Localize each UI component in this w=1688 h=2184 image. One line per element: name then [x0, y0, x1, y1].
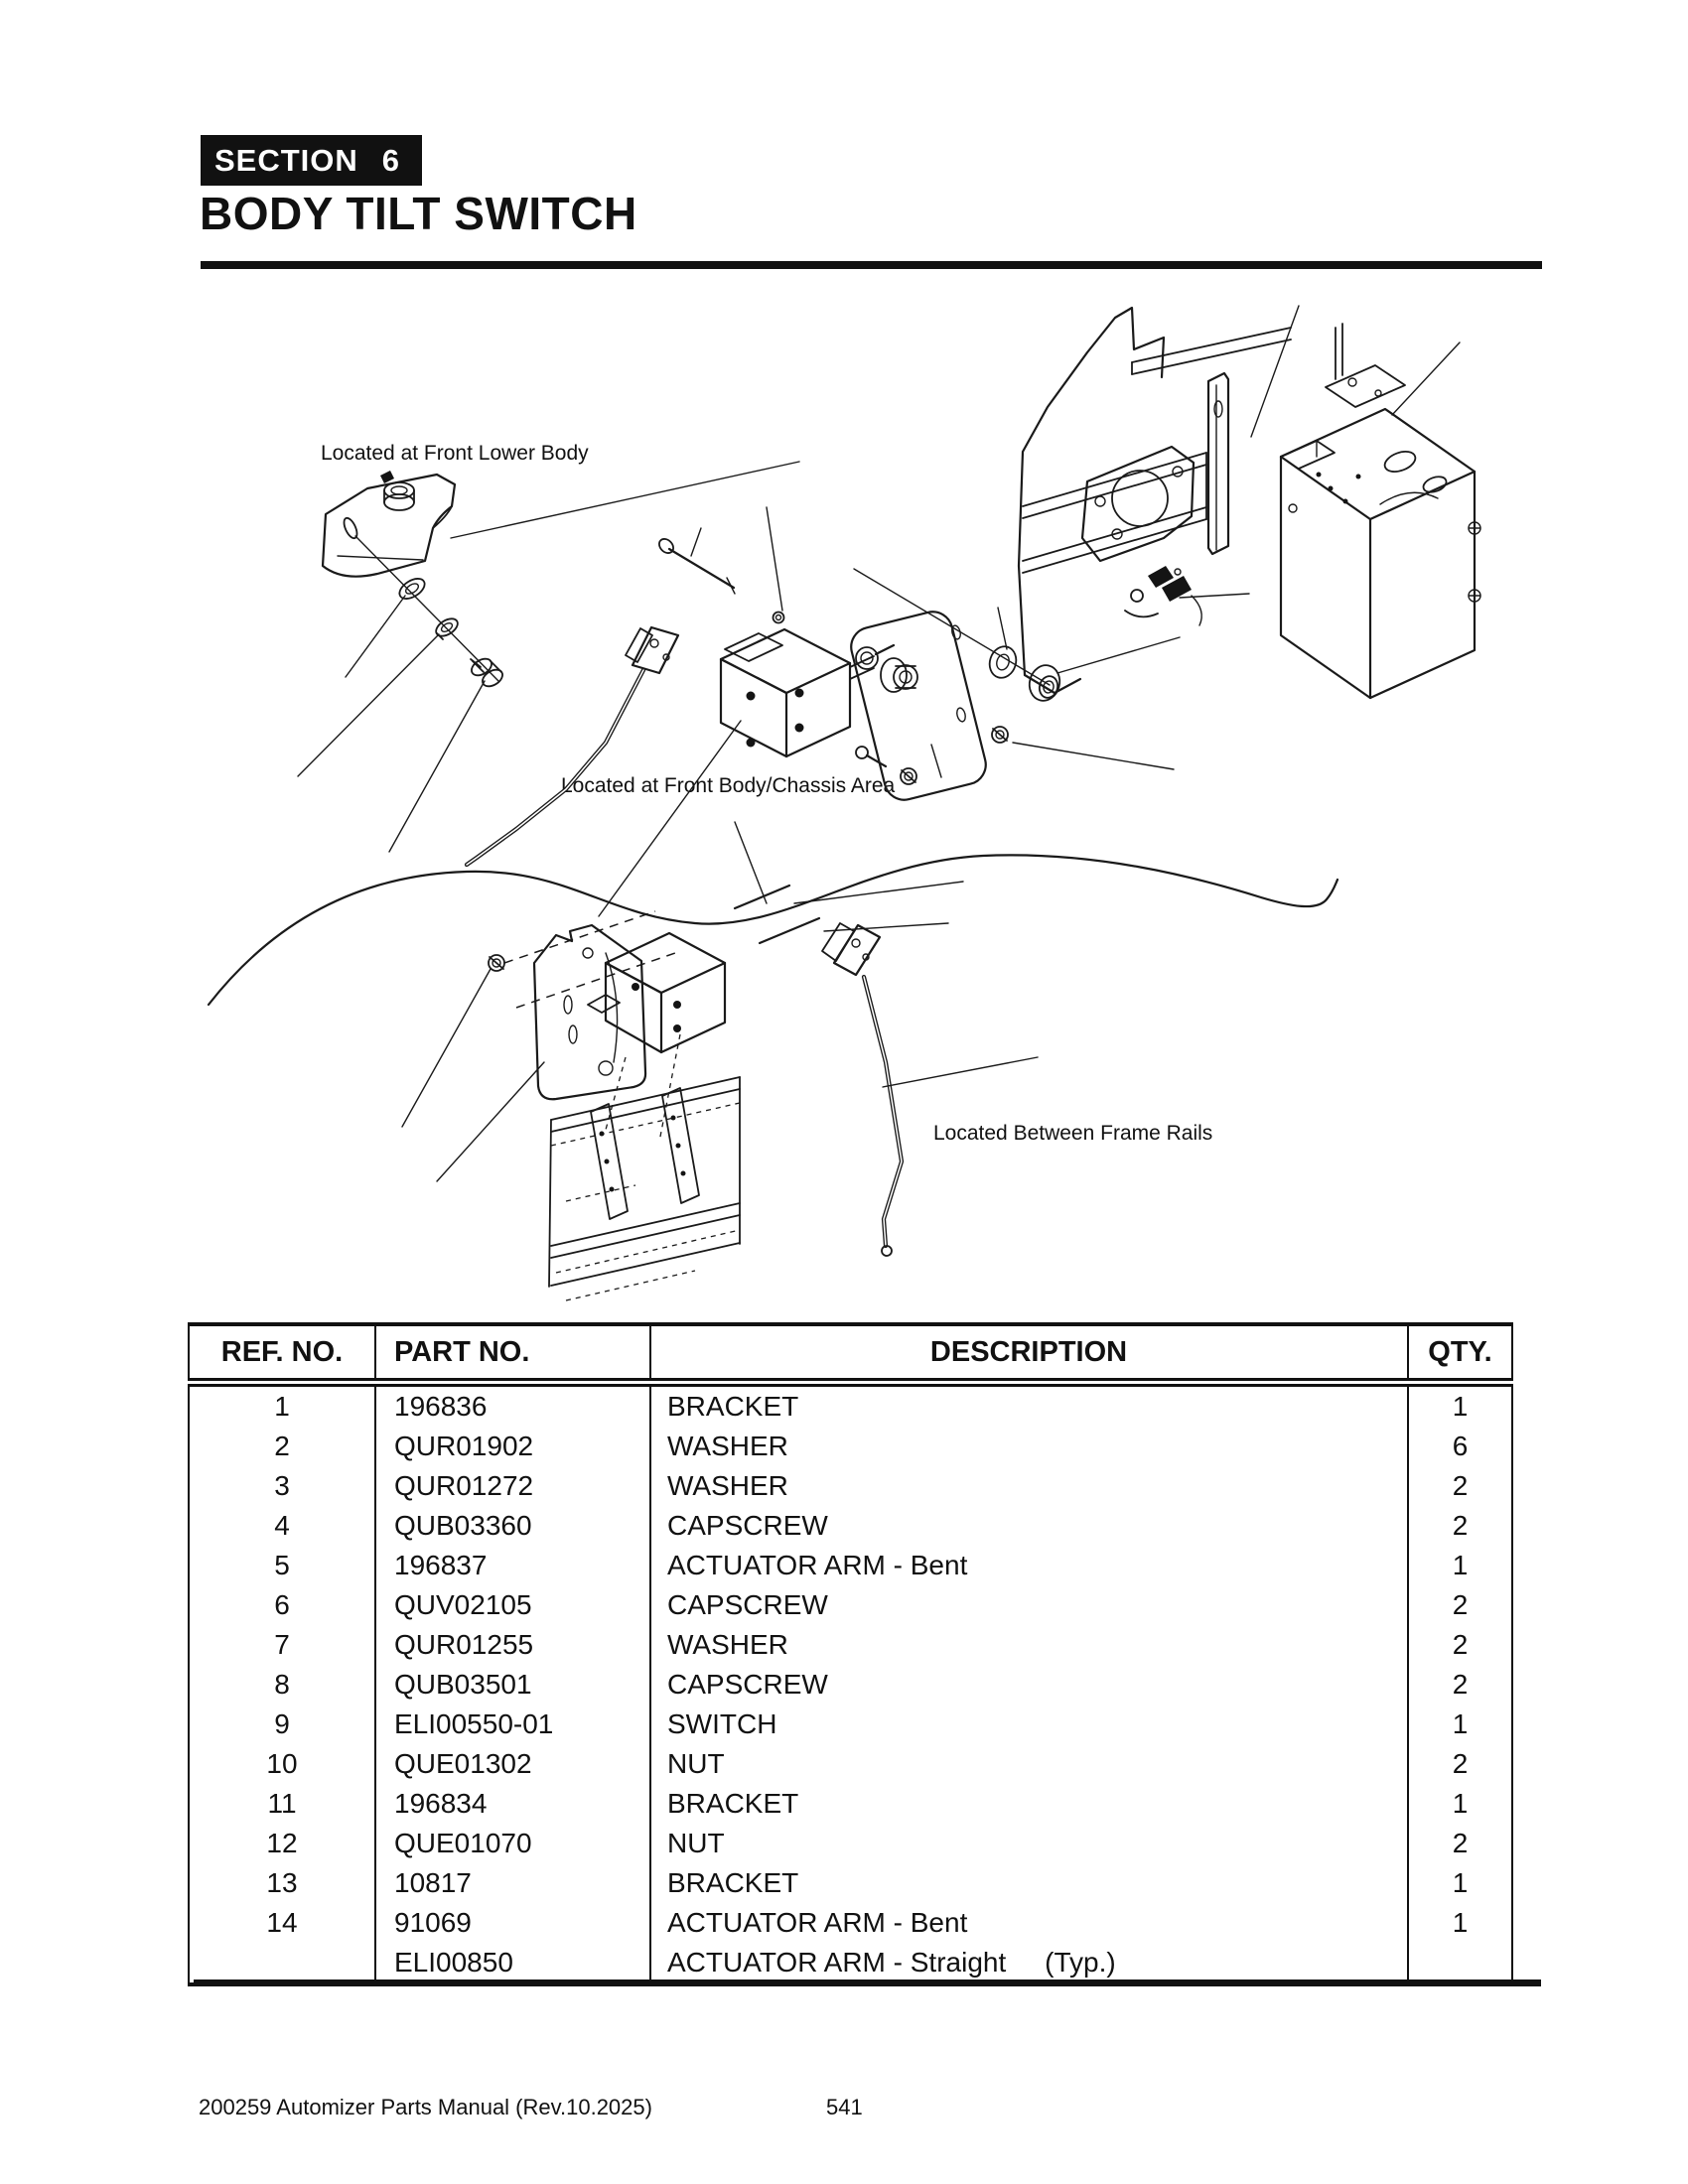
table-header-row: REF. NO. PART NO. DESCRIPTION QTY. — [188, 1322, 1513, 1387]
cell-desc: BRACKET — [649, 1863, 1409, 1903]
chassis-overview-sketch — [1017, 305, 1481, 700]
cell-qty: 2 — [1407, 1625, 1513, 1665]
front-body-chassis-assembly: Located at Front Body/Chassis Area — [464, 506, 1181, 917]
cell-part: QUR01902 — [374, 1427, 651, 1466]
cell-part: QUR01272 — [374, 1466, 651, 1506]
body-outline-wavy-line — [207, 854, 1339, 1007]
section-label: SECTION — [214, 142, 358, 178]
cell-desc: CAPSCREW — [649, 1506, 1409, 1546]
cell-part: 91069 — [374, 1903, 651, 1943]
cell-desc: NUT — [649, 1824, 1409, 1863]
cell-part: QUE01302 — [374, 1744, 651, 1784]
cell-part: QUE01070 — [374, 1824, 651, 1863]
cell-ref: 6 — [188, 1585, 376, 1625]
cell-desc: WASHER — [649, 1427, 1409, 1466]
diagram-label-between-frame-rails: Located Between Frame Rails — [933, 1122, 1212, 1145]
title-rule — [201, 261, 1542, 269]
cell-part: QUB03360 — [374, 1506, 651, 1546]
cell-qty: 1 — [1407, 1784, 1513, 1824]
cell-desc: ACTUATOR ARM - Bent — [649, 1546, 1409, 1585]
cell-ref: 14 — [188, 1903, 376, 1943]
footer-manual-info: 200259 Automizer Parts Manual (Rev.10.20… — [199, 2095, 652, 2119]
col-header-desc: DESCRIPTION — [649, 1322, 1409, 1387]
cell-ref: 10 — [188, 1744, 376, 1784]
cell-ref: 4 — [188, 1506, 376, 1546]
cell-desc: BRACKET — [649, 1382, 1409, 1427]
cell-desc: NUT — [649, 1744, 1409, 1784]
front-lower-body-assembly: Located at Front Lower Body — [297, 442, 800, 853]
cell-qty: 2 — [1407, 1744, 1513, 1784]
cell-ref — [188, 1943, 376, 1986]
footer-page-number: 541 — [826, 2095, 863, 2119]
cell-part: ELI00550-01 — [374, 1705, 651, 1744]
col-header-qty: QTY. — [1407, 1322, 1513, 1387]
cell-part: ELI00850 — [374, 1943, 651, 1986]
cell-qty: 2 — [1407, 1665, 1513, 1705]
cell-part: 10817 — [374, 1863, 651, 1903]
cell-ref: 8 — [188, 1665, 376, 1705]
footer-rule — [194, 1979, 1541, 1986]
cell-part: QUV02105 — [374, 1585, 651, 1625]
cell-qty: 6 — [1407, 1427, 1513, 1466]
cell-ref: 11 — [188, 1784, 376, 1824]
cell-qty: 2 — [1407, 1585, 1513, 1625]
diagram-label-front-body-chassis: Located at Front Body/Chassis Area — [561, 774, 896, 797]
cell-desc: WASHER — [649, 1625, 1409, 1665]
between-frame-rails-assembly: Located Between Frame Rails — [401, 821, 1212, 1301]
cell-part: 196836 — [374, 1382, 651, 1427]
cell-desc: WASHER — [649, 1466, 1409, 1506]
cell-ref: 1 — [188, 1382, 376, 1427]
cell-part: QUB03501 — [374, 1665, 651, 1705]
cell-desc: SWITCH — [649, 1705, 1409, 1744]
col-header-ref: REF. NO. — [188, 1322, 376, 1387]
cell-ref: 2 — [188, 1427, 376, 1466]
cell-ref: 13 — [188, 1863, 376, 1903]
cell-ref: 5 — [188, 1546, 376, 1585]
cell-desc: BRACKET — [649, 1784, 1409, 1824]
cell-qty: 1 — [1407, 1863, 1513, 1903]
cell-ref: 7 — [188, 1625, 376, 1665]
cell-qty: 1 — [1407, 1546, 1513, 1585]
cell-qty: 1 — [1407, 1903, 1513, 1943]
cell-desc: ACTUATOR ARM - Bent — [649, 1903, 1409, 1943]
cell-qty: 2 — [1407, 1466, 1513, 1506]
cell-desc: ACTUATOR ARM - Straight (Typ.) — [649, 1943, 1409, 1986]
cell-ref: 9 — [188, 1705, 376, 1744]
cell-desc: CAPSCREW — [649, 1585, 1409, 1625]
cell-qty — [1407, 1943, 1513, 1986]
section-badge: SECTION 6 — [201, 135, 423, 186]
cell-part: QUR01255 — [374, 1625, 651, 1665]
cell-qty: 1 — [1407, 1382, 1513, 1427]
page-title: BODY TILT SWITCH — [200, 188, 637, 239]
cell-part: 196837 — [374, 1546, 651, 1585]
section-number: 6 — [381, 142, 401, 178]
parts-diagram: Located at Front Lower Body — [207, 305, 1481, 1301]
col-header-part: PART NO. — [374, 1322, 651, 1387]
cell-qty: 1 — [1407, 1705, 1513, 1744]
cell-qty: 2 — [1407, 1824, 1513, 1863]
diagram-label-front-lower-body: Located at Front Lower Body — [321, 442, 589, 465]
cell-qty: 2 — [1407, 1506, 1513, 1546]
cell-ref: 3 — [188, 1466, 376, 1506]
cell-ref: 12 — [188, 1824, 376, 1863]
cell-part: 196834 — [374, 1784, 651, 1824]
cell-desc: CAPSCREW — [649, 1665, 1409, 1705]
